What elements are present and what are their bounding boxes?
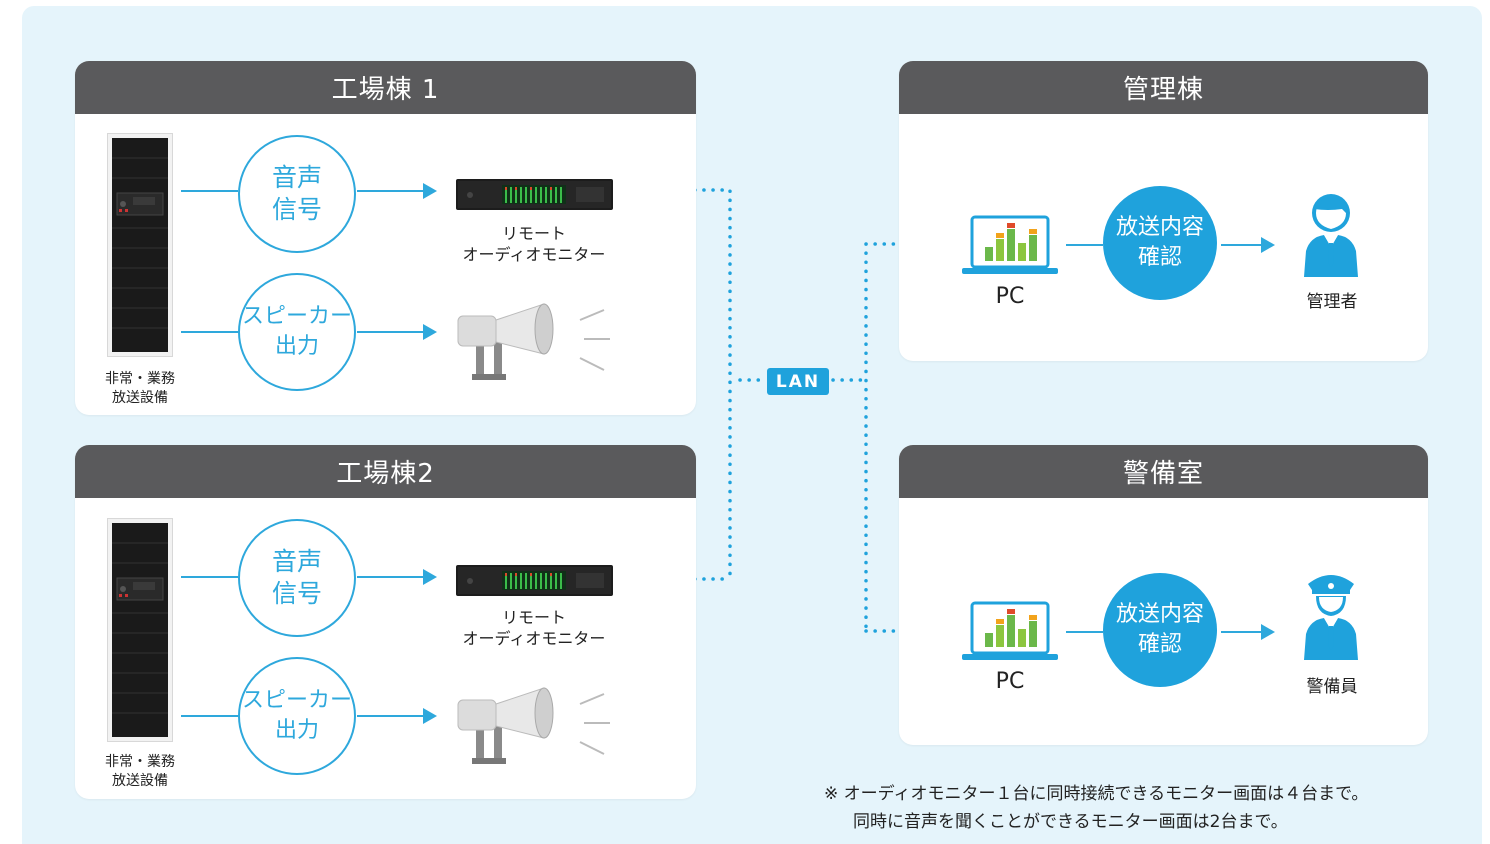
monitor-label: リモートオーディオモニター: [462, 224, 606, 264]
factory-panel-2: 工場棟2: [75, 445, 696, 799]
arrow-line: [357, 190, 423, 192]
connector-line: [1066, 631, 1103, 633]
arrow-right-icon: [423, 569, 437, 585]
connector-line: [181, 715, 238, 717]
pc-label: PC: [995, 669, 1025, 694]
arrow-right-icon: [423, 324, 437, 340]
factory-1-title: 工場棟 1: [75, 61, 696, 114]
audio-signal-circle: 音声信号: [238, 135, 356, 253]
arrow-right-icon: [1261, 237, 1275, 253]
equipment-label: 非常・業務放送設備: [105, 371, 175, 406]
monitor-label: リモートオーディオモニター: [462, 608, 606, 648]
arrow-line: [1221, 631, 1261, 633]
speaker-output-circle: スピーカー出力: [238, 273, 356, 391]
person-label: 警備員: [1306, 677, 1358, 697]
lan-label: LAN: [767, 368, 829, 395]
arrow-line: [357, 576, 423, 578]
office-2-title: 警備室: [899, 445, 1428, 498]
factory-2-title: 工場棟2: [75, 445, 696, 498]
arrow-line: [357, 331, 423, 333]
arrow-right-icon: [423, 183, 437, 199]
laptop-pc-icon: [962, 215, 1058, 274]
audio-monitor-device-icon: [456, 565, 613, 596]
connector-line: [181, 331, 238, 333]
horn-speaker-icon: [457, 687, 610, 764]
person-label: 管理者: [1306, 292, 1358, 312]
office-1-title: 管理棟: [899, 61, 1428, 114]
audio-monitor-device-icon: [456, 179, 613, 210]
factory-panel-1: 工場棟 1: [75, 61, 696, 415]
arrow-right-icon: [423, 708, 437, 724]
pc-label: PC: [995, 284, 1025, 309]
guard-icon: [1304, 575, 1358, 660]
equipment-label: 非常・業務放送設備: [105, 754, 175, 789]
horn-speaker-icon: [457, 303, 610, 380]
audio-signal-circle: 音声信号: [238, 519, 356, 637]
broadcast-rack-icon: [107, 518, 173, 742]
broadcast-rack-icon: [107, 133, 173, 357]
arrow-line: [357, 715, 423, 717]
arrow-line: [1221, 244, 1261, 246]
connector-line: [1066, 244, 1103, 246]
connector-line: [181, 190, 238, 192]
manager-icon: [1304, 194, 1358, 277]
broadcast-confirm-circle: 放送内容確認: [1103, 573, 1217, 687]
note-line-2: 同時に音声を聞くことができるモニター画面は2台まで。: [853, 812, 1288, 832]
laptop-pc-icon: [962, 601, 1058, 660]
note-line-1: ※ オーディオモニター１台に同時接続できるモニター画面は４台まで。: [824, 784, 1369, 804]
arrow-right-icon: [1261, 624, 1275, 640]
connector-line: [181, 576, 238, 578]
speaker-output-circle: スピーカー出力: [238, 657, 356, 775]
broadcast-confirm-circle: 放送内容確認: [1103, 186, 1217, 300]
